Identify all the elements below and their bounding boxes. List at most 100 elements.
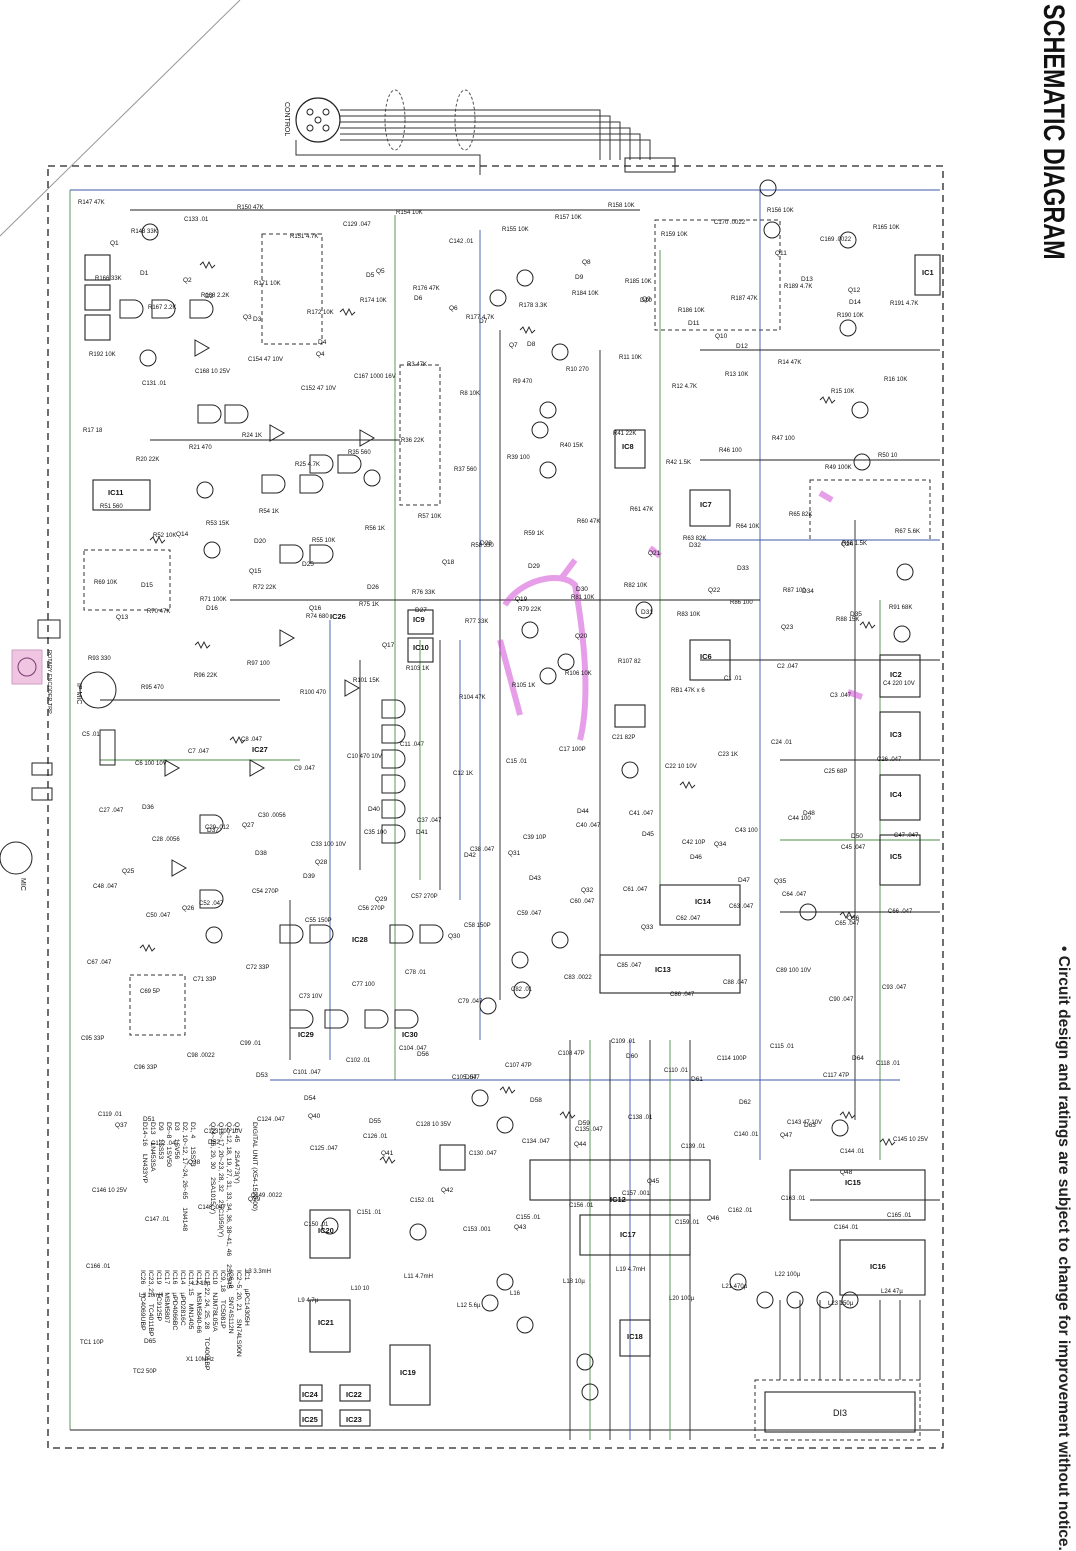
component-value: C90 .047 bbox=[829, 997, 854, 1003]
component-value: C5 .01 bbox=[82, 732, 100, 738]
component-value: C133 .01 bbox=[184, 217, 209, 223]
component-value: R71 100K bbox=[200, 597, 227, 603]
transistor-label: Q24 bbox=[841, 541, 854, 548]
component-value: R158 10K bbox=[608, 203, 635, 209]
diode-label: D65 bbox=[144, 1338, 156, 1345]
transistor-label: Q37 bbox=[115, 1122, 128, 1129]
legend-ref: IC9, 18 bbox=[219, 1270, 226, 1292]
top-connector bbox=[624, 157, 676, 173]
component-value: R36 22K bbox=[401, 438, 425, 444]
rotary-encoder-label: ROTARY ENCODER TRP bbox=[46, 650, 52, 714]
legend-ref: IC2~5, 20, 21 bbox=[235, 1270, 242, 1312]
component-value: C47 .047 bbox=[894, 833, 919, 839]
component-value: C61 .047 bbox=[623, 887, 648, 893]
component-value: C1 .01 bbox=[724, 676, 742, 682]
component-value: C78 .01 bbox=[405, 970, 427, 976]
transistor-label: Q42 bbox=[441, 1187, 454, 1194]
component-value: C29 .012 bbox=[205, 825, 230, 831]
control-connector bbox=[295, 97, 341, 143]
transistor-label: Q38 bbox=[188, 1159, 201, 1166]
transistor-label: Q23 bbox=[781, 624, 794, 631]
component-value: C82 .01 bbox=[511, 987, 533, 993]
component-value: R157 10K bbox=[555, 215, 582, 221]
legend-ref: D9 bbox=[157, 1122, 164, 1131]
component-value: C98 .0022 bbox=[187, 1053, 215, 1059]
component-value: C50 .047 bbox=[146, 913, 171, 919]
component-value: C71 33P bbox=[193, 977, 217, 983]
component-value: R14 47K bbox=[778, 360, 802, 366]
transistor-label: Q46 bbox=[707, 1215, 720, 1222]
transistor-label: Q27 bbox=[242, 822, 255, 829]
diode-label: D35 bbox=[850, 611, 862, 618]
component-value: R191 4.7K bbox=[890, 301, 919, 307]
component-value: C152 .01 bbox=[410, 1198, 435, 1204]
component-value: R100 470 bbox=[300, 690, 327, 696]
diode-label: D41 bbox=[416, 829, 428, 836]
ic-label: IC12 bbox=[610, 1195, 626, 1204]
component-value: C157 .001 bbox=[622, 1191, 650, 1197]
component-value: C140 .01 bbox=[734, 1132, 759, 1138]
component-value: C114 100P bbox=[717, 1056, 747, 1062]
component-value: C38 .047 bbox=[470, 847, 495, 853]
component-value: R104 47K bbox=[459, 695, 486, 701]
transistor-label: Q8 bbox=[582, 259, 591, 266]
component-value: R51 560 bbox=[100, 504, 123, 510]
diode-label: D38 bbox=[255, 850, 267, 857]
component-value: R47 100 bbox=[772, 436, 795, 442]
diode-label: D48 bbox=[803, 810, 815, 817]
component-value: C10 470 10V bbox=[347, 754, 383, 760]
diode-label: D6 bbox=[414, 295, 423, 302]
ic-label: IC19 bbox=[400, 1368, 416, 1377]
component-value: C129 .047 bbox=[343, 222, 371, 228]
component-value: C122 .047 bbox=[151, 1141, 179, 1147]
component-value: R82 10K bbox=[624, 583, 648, 589]
component-value: R75 1K bbox=[359, 602, 380, 608]
transistor-label: Q28 bbox=[315, 859, 328, 866]
component-value: C88 .047 bbox=[723, 980, 748, 986]
component-value: C15 .01 bbox=[506, 759, 528, 765]
diode-label: D30 bbox=[576, 586, 588, 593]
legend-part: LN433YP bbox=[141, 1154, 148, 1184]
transistor-label: Q7 bbox=[509, 342, 518, 349]
component-value: R20 22K bbox=[136, 457, 160, 463]
component-value: R88 15K bbox=[836, 617, 860, 623]
component-value: R168 2.2K bbox=[201, 293, 230, 299]
transistor-label: Q15 bbox=[249, 568, 262, 575]
component-value: R10 270 bbox=[566, 367, 589, 373]
component-value: R167 2.2K bbox=[148, 305, 177, 311]
component-value: R148 33K bbox=[131, 229, 158, 235]
component-value: R15 10K bbox=[831, 389, 855, 395]
component-value: R52 10K bbox=[153, 533, 177, 539]
component-value: R57 10K bbox=[418, 514, 442, 520]
component-value: C128 10 35V bbox=[416, 1122, 452, 1128]
component-value: C22 10 10V bbox=[665, 764, 697, 770]
legend-row: D1, 41SS73 bbox=[188, 1122, 196, 1231]
component-value: C134 .047 bbox=[522, 1139, 550, 1145]
component-value: R177 4.7K bbox=[466, 315, 495, 321]
legend-row: IC6~8SN74S112N bbox=[226, 1270, 234, 1370]
component-value: C118 .01 bbox=[876, 1061, 900, 1067]
diode-label: D63 bbox=[804, 1122, 816, 1129]
transistor-label: Q20 bbox=[575, 633, 588, 640]
transistor-label: Q40 bbox=[308, 1113, 321, 1120]
component-value: C149 .0022 bbox=[251, 1193, 283, 1199]
diode-label: D64 bbox=[852, 1055, 864, 1062]
transistor-label: Q35 bbox=[774, 878, 787, 885]
ic-blocks bbox=[84, 254, 941, 1433]
diode-label: D40 bbox=[368, 806, 380, 813]
transistor-label: Q48 bbox=[840, 1169, 853, 1176]
component-value: C65 .047 bbox=[835, 921, 860, 927]
component-value: C166 .01 bbox=[86, 1264, 111, 1270]
legend-ref: IC6~8 bbox=[227, 1270, 234, 1289]
component-value: R46 100 bbox=[719, 448, 742, 454]
s8-box bbox=[654, 219, 781, 331]
diode-label: D12 bbox=[736, 343, 748, 350]
transistor-label: Q43 bbox=[514, 1224, 527, 1231]
legend-ref: IC17 bbox=[163, 1270, 170, 1285]
component-value: R3 47K bbox=[407, 362, 428, 368]
transistor-label: Q41 bbox=[381, 1150, 394, 1157]
component-value: R97 100 bbox=[247, 661, 270, 667]
component-value: C167 1000 16V bbox=[354, 374, 396, 380]
component-value: C146 10 25V bbox=[92, 1188, 128, 1194]
